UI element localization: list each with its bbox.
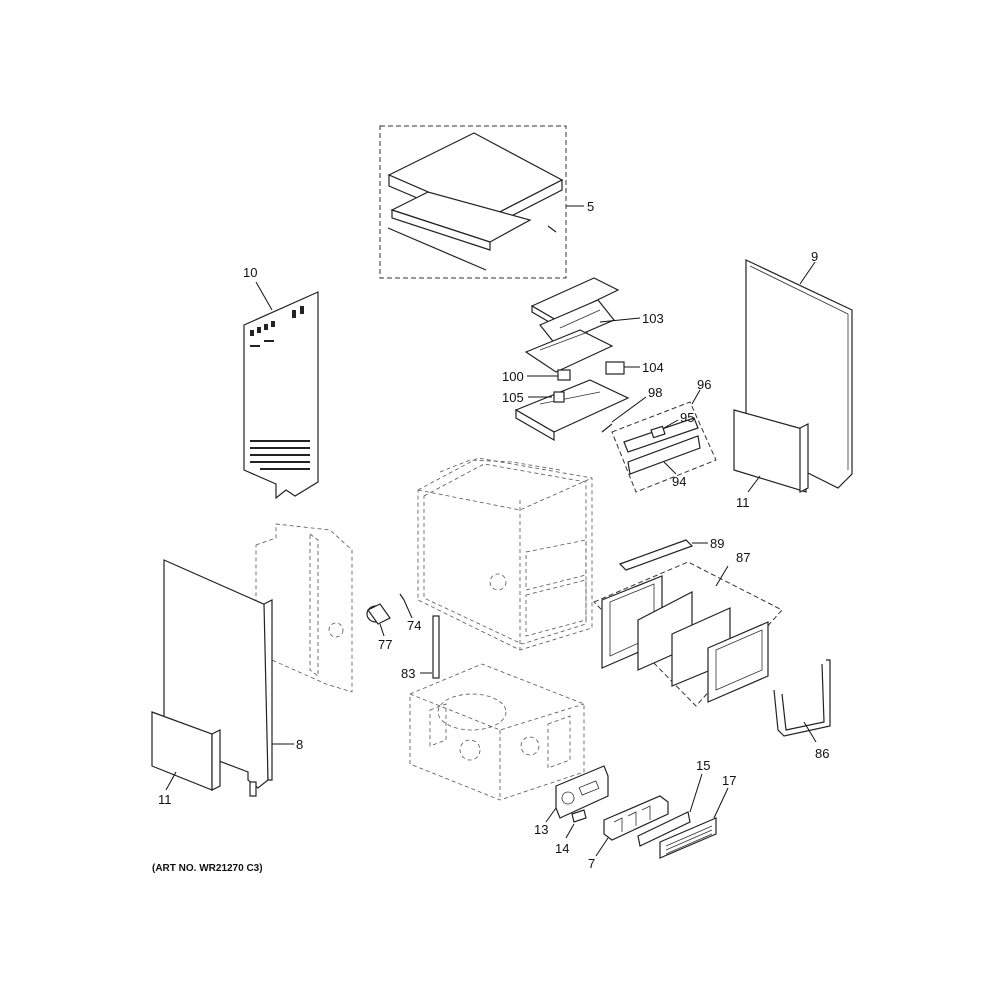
part-86-gasket <box>773 659 831 737</box>
callout-74: 74 <box>407 618 421 633</box>
part-87-window-assembly <box>593 561 783 707</box>
part-104-switch <box>605 361 625 375</box>
callout-8: 8 <box>296 737 303 752</box>
callout-11-upper: 11 <box>736 495 750 510</box>
part-11-side-cover-upper <box>733 409 809 493</box>
part-98-wire <box>601 423 613 433</box>
part-74-pin <box>399 593 405 601</box>
callout-94: 94 <box>672 474 686 489</box>
callout-14: 14 <box>555 841 569 856</box>
part-83-tube <box>432 615 440 679</box>
part-14-label <box>571 809 587 823</box>
base-drum-assembly <box>409 663 585 801</box>
callout-98: 98 <box>648 385 662 400</box>
callout-105: 105 <box>502 390 524 405</box>
callout-87: 87 <box>736 550 750 565</box>
callout-17: 17 <box>722 773 736 788</box>
part-control-frame <box>524 329 614 373</box>
main-cabinet-frame <box>417 457 593 651</box>
part-77-knob <box>366 603 391 625</box>
callout-104: 104 <box>642 360 664 375</box>
callout-13: 13 <box>534 822 548 837</box>
callout-11-lower: 11 <box>158 792 172 807</box>
callout-10: 10 <box>243 265 257 280</box>
callout-7: 7 <box>588 856 595 871</box>
callout-96: 96 <box>697 377 711 392</box>
part-15-trim-plate <box>637 811 691 847</box>
callout-83: 83 <box>401 666 415 681</box>
art-number: (ART NO. WR21270 C3) <box>152 863 263 874</box>
part-105-control-housing <box>514 379 630 442</box>
part-96-trim-assembly <box>611 401 717 493</box>
part-103-control-board <box>530 277 620 346</box>
part-5-top-panel <box>379 125 567 279</box>
callout-100: 100 <box>502 369 524 384</box>
callout-77: 77 <box>378 637 392 652</box>
callout-103: 103 <box>642 311 664 326</box>
callout-89: 89 <box>710 536 724 551</box>
part-17-grille <box>659 817 717 859</box>
callout-15: 15 <box>696 758 710 773</box>
part-89-trim-strip <box>618 539 694 571</box>
callout-5: 5 <box>587 199 594 214</box>
part-10-rear-panel <box>243 291 319 500</box>
callout-95: 95 <box>680 410 694 425</box>
left-inner-panel <box>255 523 353 693</box>
callout-9: 9 <box>811 249 818 264</box>
part-100-connector <box>557 369 571 381</box>
callout-86: 86 <box>815 746 829 761</box>
part-11-side-cover-lower <box>151 711 221 791</box>
part-7-bracket <box>603 795 669 841</box>
